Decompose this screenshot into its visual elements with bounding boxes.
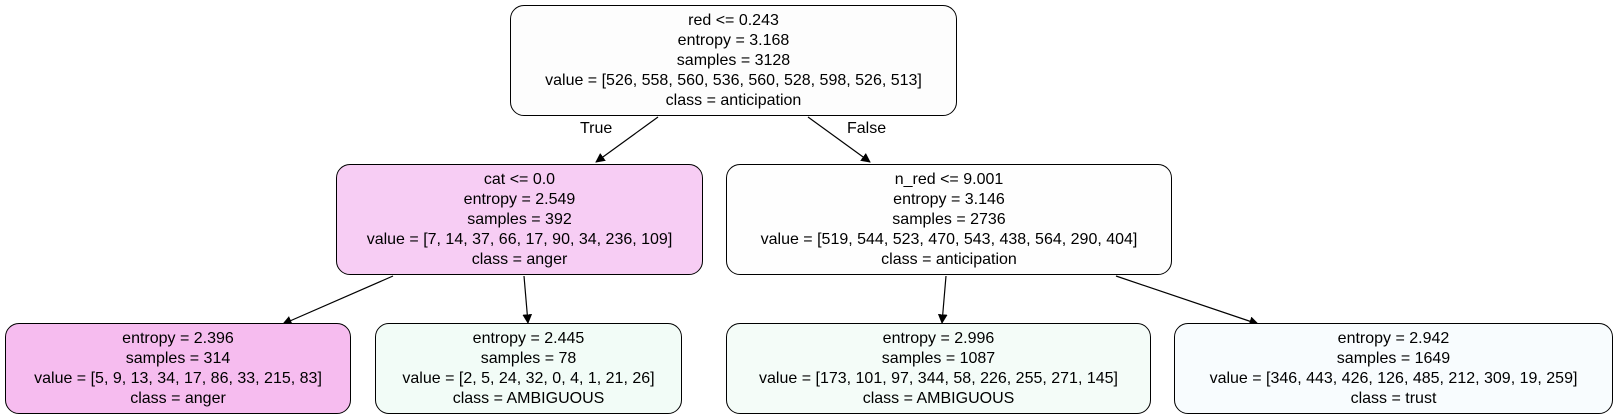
tree-node-right: n_red <= 9.001 entropy = 3.146 samples =…	[726, 164, 1172, 275]
node-value: value = [7, 14, 37, 66, 17, 90, 34, 236,…	[366, 230, 673, 248]
node-samples: samples = 3128	[676, 51, 791, 69]
node-class: class = AMBIGUOUS	[862, 389, 1015, 407]
node-entropy: entropy = 2.549	[463, 190, 576, 208]
node-samples: samples = 1649	[1336, 349, 1451, 367]
node-samples: samples = 78	[480, 349, 577, 367]
node-entropy: entropy = 2.942	[1337, 329, 1450, 347]
node-entropy: entropy = 2.445	[472, 329, 585, 347]
node-entropy: entropy = 3.146	[893, 190, 1005, 208]
edge-root-to-n1	[595, 116, 659, 163]
tree-leaf-3: entropy = 2.996 samples = 1087 value = […	[726, 323, 1151, 414]
node-class: class = anticipation	[665, 91, 802, 109]
node-class: class = trust	[1350, 389, 1437, 407]
node-split-rule: cat <= 0.0	[483, 170, 556, 188]
tree-leaf-2: entropy = 2.445 samples = 78 value = [2,…	[375, 323, 682, 414]
edge-root-to-n2	[807, 116, 871, 163]
node-class: class = anger	[471, 250, 568, 268]
node-class: class = anger	[130, 389, 226, 407]
edge-n2-to-n5	[937, 275, 948, 324]
tree-leaf-1: entropy = 2.396 samples = 314 value = [5…	[5, 323, 351, 414]
node-samples: samples = 2736	[892, 210, 1006, 228]
node-entropy: entropy = 3.168	[677, 31, 790, 49]
node-value: value = [2, 5, 24, 32, 0, 4, 1, 21, 26]	[402, 369, 655, 387]
node-split-rule: n_red <= 9.001	[894, 170, 1004, 188]
edge-n2-to-n6	[1115, 275, 1259, 326]
edge-label-true: True	[580, 120, 613, 137]
node-class: class = AMBIGUOUS	[452, 389, 605, 407]
node-class: class = anticipation	[881, 250, 1017, 268]
node-samples: samples = 314	[125, 349, 231, 367]
node-entropy: entropy = 2.396	[122, 329, 234, 347]
node-value: value = [526, 558, 560, 536, 560, 528, 5…	[545, 71, 922, 89]
node-value: value = [173, 101, 97, 344, 58, 226, 255…	[759, 369, 1118, 387]
tree-node-left: cat <= 0.0 entropy = 2.549 samples = 392…	[336, 164, 703, 275]
tree-node-root: red <= 0.243 entropy = 3.168 samples = 3…	[510, 5, 957, 116]
node-value: value = [519, 544, 523, 470, 543, 438, 5…	[760, 230, 1138, 248]
node-split-rule: red <= 0.243	[688, 11, 779, 29]
node-samples: samples = 392	[467, 210, 572, 228]
edge-label-false: False	[847, 120, 887, 137]
node-value: value = [5, 9, 13, 34, 17, 86, 33, 215, …	[34, 369, 322, 387]
tree-leaf-4: entropy = 2.942 samples = 1649 value = […	[1174, 323, 1613, 414]
node-entropy: entropy = 2.996	[882, 329, 995, 347]
edge-n1-to-n4	[522, 275, 533, 324]
node-samples: samples = 1087	[881, 349, 996, 367]
edge-n1-to-n3	[282, 275, 394, 325]
node-value: value = [346, 443, 426, 126, 485, 212, 3…	[1209, 369, 1578, 387]
